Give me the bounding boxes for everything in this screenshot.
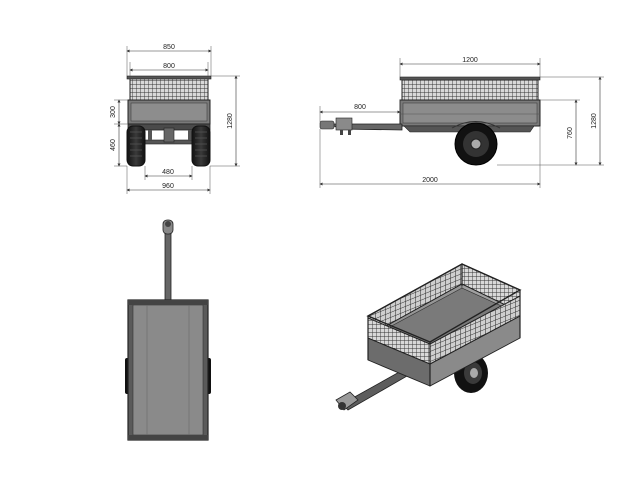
top-view [125,219,211,441]
side-view: 1200 800 760 1280 2000 [319,57,604,188]
dim-front-overall-width: 850 [163,44,175,51]
dim-front-wheel-width-total: 960 [162,183,174,190]
side-mesh-panel [401,79,539,101]
dim-side-box-length: 1200 [462,57,478,64]
side-wheel [454,122,498,166]
front-top-rail [126,75,212,80]
front-dimensions: 850 800 300 460 1280 480 [110,44,240,194]
dim-side-drawbar-length: 800 [354,104,366,111]
top-drawbar [164,225,172,305]
front-view: 850 800 300 460 1280 480 [110,44,240,194]
dim-front-overall-height: 1280 [227,113,234,129]
front-hitch [163,127,175,143]
dim-side-overall-height: 1280 [591,113,598,129]
iso-hitch [335,391,359,411]
dim-front-box-width: 800 [163,63,175,70]
top-box-floor [132,304,204,436]
dim-front-side-height: 300 [110,106,117,118]
dim-front-track-width: 480 [162,169,174,176]
dim-side-box-height: 760 [567,127,574,139]
side-dimensions: 1200 800 760 1280 2000 [319,57,604,188]
side-hitch [319,117,353,135]
front-mesh-panel [129,77,209,101]
isometric-view [335,263,522,411]
dim-front-ground-clearance: 460 [110,139,117,151]
dim-side-overall-length: 2000 [422,177,438,184]
